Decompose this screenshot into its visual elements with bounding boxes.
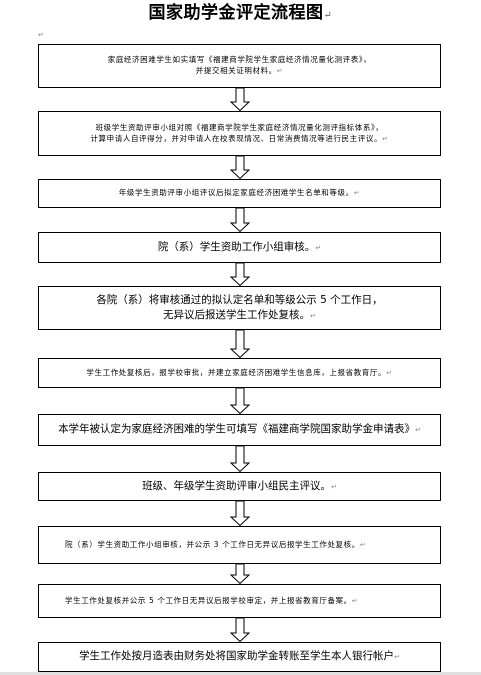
paragraph-mark-icon: ↵ [415, 426, 421, 435]
step-10-line-1: 学生工作处复核并公示 5 个工作日无异议后报学校审定，并上报省教育厅备案。↵ [65, 595, 359, 605]
down-arrow-icon [230, 88, 250, 111]
step-4-box: 院（系）学生资助工作小组审核。↵ [38, 232, 441, 263]
step-8-line-1: 班级、年级学生资助评审小组民主评议。↵ [142, 479, 337, 492]
page-title: 国家助学金评定流程图↵ [0, 0, 481, 26]
down-arrow-icon [230, 446, 250, 472]
step-1-line-2: 并提交相关证明材料。↵ [195, 66, 284, 75]
step-7-box: 本学年被认定为家庭经济困难的学生可填写《福建商学院国家助学金申请表》↵ [38, 414, 441, 446]
down-arrow-icon [230, 330, 250, 358]
down-arrow-icon [230, 208, 250, 232]
paragraph-mark-icon: ↵ [359, 540, 367, 549]
step-2-line-1: 班级学生资助评审小组对照《福建商学院学生家庭经济情况量化测评指标体系》， [95, 122, 384, 132]
down-arrow-icon [230, 501, 250, 526]
step-11-line-1: 学生工作处按月造表由财务处将国家助学金转账至学生本人银行帐户↵ [79, 650, 400, 663]
step-11-box: 学生工作处按月造表由财务处将国家助学金转账至学生本人银行帐户↵ [38, 642, 441, 672]
paragraph-mark-icon: ↵ [382, 134, 389, 143]
step-7-line-1: 本学年被认定为家庭经济困难的学生可填写《福建商学院国家助学金申请表》↵ [58, 423, 421, 436]
step-5-box: 各院（系）将审核通过的拟认定名单和等级公示 5 个工作日， 无异议后报送学生工作处… [38, 286, 441, 330]
step-3-box: 年级学生资助评审小组评议后拟定家庭经济困难学生名单和等级。↵ [38, 179, 441, 208]
down-arrow-icon [230, 388, 250, 414]
paragraph-mark-icon: ↵ [310, 312, 316, 320]
step-4-line-1: 院（系）学生资助工作小组审核。↵ [157, 240, 322, 253]
step-3-line-1: 年级学生资助评审小组评议后拟定家庭经济困难学生名单和等级。↵ [118, 188, 361, 198]
paragraph-mark-icon: ↵ [331, 482, 337, 491]
paragraph-mark-icon: ↵ [351, 596, 359, 605]
down-arrow-icon [230, 618, 250, 642]
paragraph-mark-icon: ↵ [386, 368, 393, 377]
step-1-line-1: 家庭经济困难学生如实填写《福建商学院学生家庭经济情况量化测评表》， [107, 55, 372, 65]
down-arrow-icon [230, 156, 250, 179]
step-9-line-1: 院（系）学生资助工作小组审核，并公示 3 个工作日无异议后报学生工作处复核。↵ [65, 539, 367, 549]
step-5-line-2: 无异议后报送学生工作处复核。↵ [163, 309, 316, 321]
paragraph-mark-icon: ↵ [276, 67, 284, 75]
step-1-box: 家庭经济困难学生如实填写《福建商学院学生家庭经济情况量化测评表》，并提交相关证明… [38, 44, 441, 88]
step-10-box: 学生工作处复核并公示 5 个工作日无异议后报学校审定，并上报省教育厅备案。↵ [38, 584, 441, 618]
step-8-box: 班级、年级学生资助评审小组民主评议。↵ [38, 472, 441, 501]
page-edge [0, 672, 481, 675]
paragraph-mark-icon: ↵ [394, 653, 400, 662]
paragraph-mark-icon: ↵ [323, 10, 333, 21]
step-2-box: 班级学生资助评审小组对照《福建商学院学生家庭经济情况量化测评指标体系》，计算申请… [38, 111, 441, 156]
step-2-line-2: 计算申请人自评得分，并对申请人在校表现情况、日常消费情况等进行民主评议。↵ [90, 133, 389, 143]
down-arrow-icon [230, 263, 250, 286]
paragraph-mark-icon: ↵ [38, 31, 44, 39]
down-arrow-icon [230, 564, 250, 584]
step-6-box: 学生工作处复核后，报学校审批，并建立家庭经济困难学生信息库，上报省教育厅。↵ [38, 358, 441, 388]
paragraph-mark-icon: ↵ [353, 189, 361, 198]
step-5-line-1: 各院（系）将审核通过的拟认定名单和等级公示 5 个工作日， [96, 293, 383, 306]
step-9-box: 院（系）学生资助工作小组审核，并公示 3 个工作日无异议后报学生工作处复核。↵ [38, 526, 441, 564]
step-6-line-1: 学生工作处复核后，报学校审批，并建立家庭经济困难学生信息库，上报省教育厅。↵ [86, 367, 393, 377]
title-text: 国家助学金评定流程图 [148, 3, 324, 23]
paragraph-mark-icon: ↵ [315, 243, 322, 252]
